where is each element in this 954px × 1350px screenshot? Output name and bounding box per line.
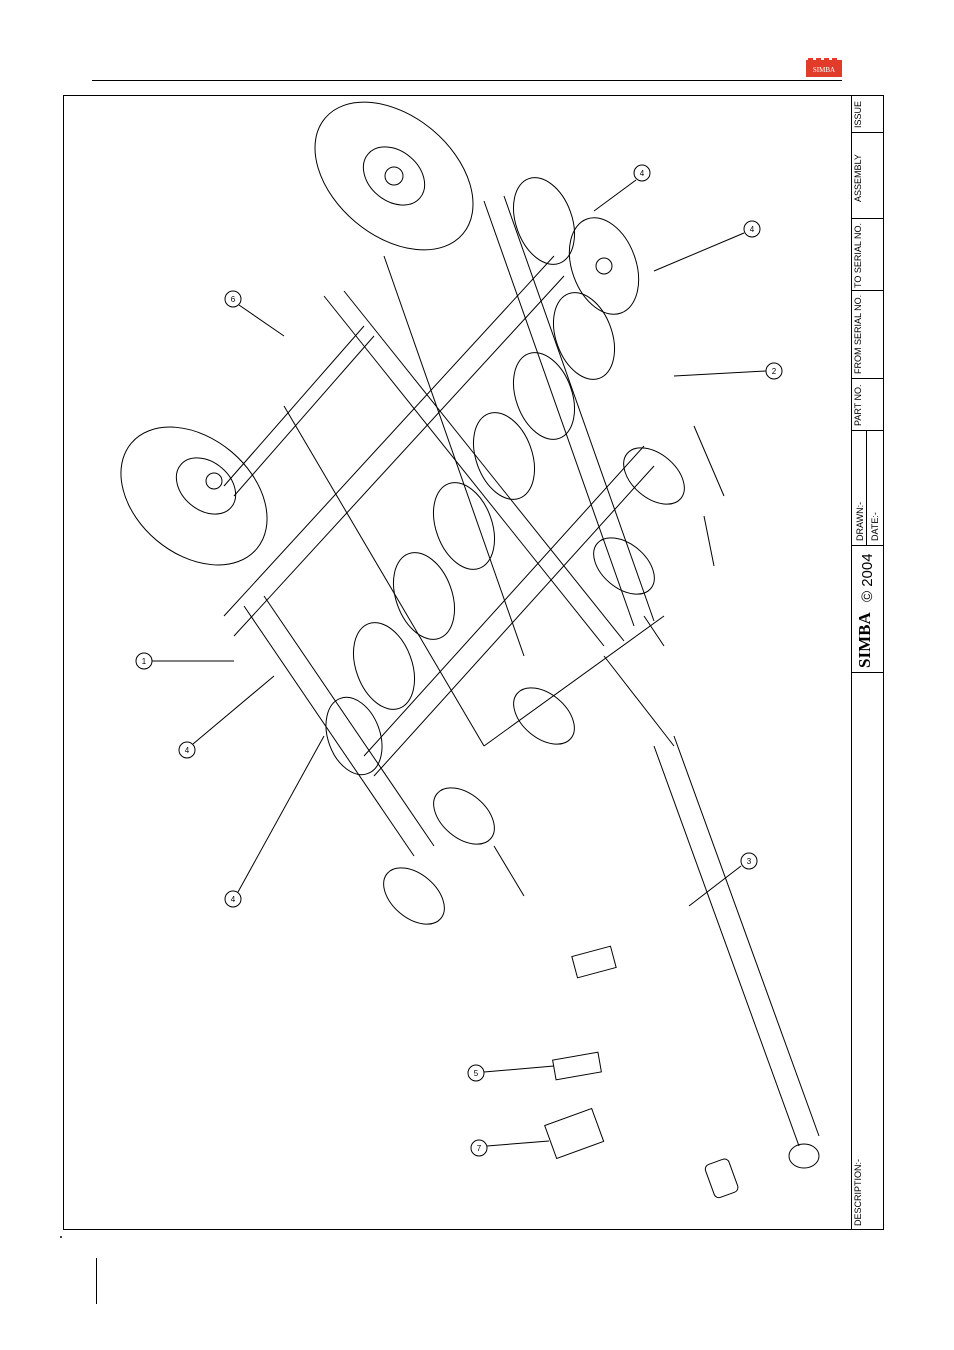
tb-line — [851, 132, 884, 133]
callout-4c: 4 — [179, 676, 274, 758]
wheel-left — [94, 399, 294, 593]
description-label: DESCRIPTION:- — [853, 1159, 863, 1226]
callout-2: 2 — [674, 363, 782, 379]
callout-6: 6 — [225, 291, 284, 336]
callout-4d: 4 — [225, 736, 324, 907]
svg-text:7: 7 — [477, 1144, 482, 1153]
machine-drawing: 1 2 3 4 4 4 4 5 6 7 — [64, 96, 850, 1228]
from-serial-label: FROM SERIAL NO. — [853, 295, 863, 374]
title-block-border — [851, 95, 852, 1230]
part-no-label: PART NO. — [853, 384, 863, 426]
tb-divider — [866, 430, 867, 545]
footer-rule — [96, 1258, 97, 1304]
press-wheels — [373, 426, 724, 935]
svg-text:4: 4 — [185, 746, 190, 755]
callout-4b: 4 — [654, 221, 760, 271]
hitch-plate — [572, 946, 616, 978]
hitch-eye — [704, 1158, 739, 1199]
simba-logo: SIMBA — [806, 58, 842, 78]
tb-line — [851, 672, 884, 673]
drawbar — [604, 656, 819, 1168]
assembly-label: ASSEMBLY — [853, 154, 863, 202]
wheel-top — [286, 96, 501, 280]
tb-line — [851, 545, 884, 546]
tb-line — [851, 290, 884, 291]
issue-label: ISSUE — [853, 101, 863, 128]
callout-5: 5 — [468, 1065, 554, 1081]
svg-text:5: 5 — [474, 1069, 479, 1078]
svg-text:2: 2 — [772, 367, 777, 376]
copyright-text: © 2004 — [860, 553, 876, 602]
company-mark: SIMBA — [857, 612, 873, 668]
header-rule — [92, 80, 842, 81]
axle — [224, 326, 364, 486]
callout-7: 7 — [471, 1140, 549, 1156]
part-5-cylinder — [553, 1052, 602, 1080]
callout-1: 1 — [136, 653, 234, 669]
margin-dot — [60, 1236, 62, 1238]
tb-line — [851, 218, 884, 219]
date-label: DATE:- — [870, 512, 880, 541]
drawn-label: DRAWN:- — [855, 502, 865, 541]
tb-line — [851, 378, 884, 379]
to-serial-label: TO SERIAL NO. — [853, 223, 863, 288]
svg-text:4: 4 — [750, 225, 755, 234]
frame-beams — [224, 196, 664, 856]
tb-line — [851, 430, 884, 431]
logo-text: SIMBA — [813, 66, 835, 74]
svg-text:4: 4 — [640, 169, 645, 178]
disc-gang — [316, 169, 651, 782]
callout-3: 3 — [689, 853, 757, 906]
svg-text:3: 3 — [747, 857, 752, 866]
svg-text:1: 1 — [142, 657, 147, 666]
part-7-manual — [545, 1108, 604, 1158]
svg-text:4: 4 — [231, 895, 236, 904]
svg-text:6: 6 — [231, 295, 236, 304]
callout-4a: 4 — [594, 165, 650, 211]
